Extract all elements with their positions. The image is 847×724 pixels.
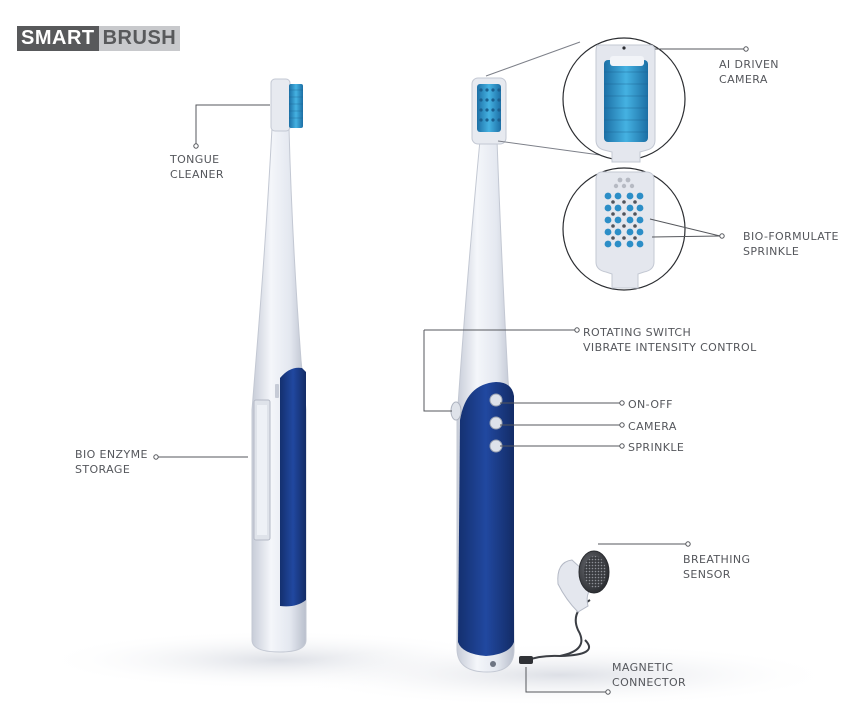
brush-head-back xyxy=(270,78,291,132)
label-magnetic-connector: MAGNETIC CONNECTOR xyxy=(612,660,686,690)
label-tongue-cleaner: TONGUE CLEANER xyxy=(170,152,224,182)
label-line: CAMERA xyxy=(719,73,768,86)
magnetic-port xyxy=(490,661,496,667)
label-on-off: ON-OFF xyxy=(628,397,673,412)
label-line: SENSOR xyxy=(683,568,731,581)
label-breathing-sensor: BREATHING SENSOR xyxy=(683,552,750,582)
label-line: CLEANER xyxy=(170,168,224,181)
label-line: TONGUE xyxy=(170,153,220,166)
callout-dots xyxy=(153,46,749,695)
camera-lens-icon xyxy=(622,46,626,50)
label-bio-formulate-sprinkle: BIO-FORMULATE SPRINKLE xyxy=(743,229,839,259)
front-grip xyxy=(458,382,514,656)
zoom-camera-detail xyxy=(485,37,686,163)
front-bristles xyxy=(477,84,501,132)
label-line: BREATHING xyxy=(683,553,751,566)
label-line: ROTATING SWITCH xyxy=(583,326,692,339)
label-line: BIO ENZYME xyxy=(75,448,148,461)
label-line: BIO-FORMULATE xyxy=(743,230,839,243)
breathing-sensor-device xyxy=(519,550,610,664)
magnetic-connector-plug xyxy=(519,656,533,664)
label-line: CAMERA xyxy=(628,420,677,433)
label-line: STORAGE xyxy=(75,463,131,476)
label-camera: CAMERA xyxy=(628,419,677,434)
grip-side xyxy=(280,367,306,607)
sensor-mesh xyxy=(584,556,606,588)
label-line: CONNECTOR xyxy=(612,676,687,689)
label-rotating-switch: ROTATING SWITCH VIBRATE INTENSITY CONTRO… xyxy=(583,325,757,355)
camera-button[interactable] xyxy=(489,416,503,430)
callout-lines xyxy=(156,48,746,693)
zoom-sprinkle-detail xyxy=(562,167,686,291)
label-bio-enzyme-storage: BIO ENZYME STORAGE xyxy=(75,447,148,477)
label-line: SPRINKLE xyxy=(628,441,685,454)
label-sprinkle: SPRINKLE xyxy=(628,440,684,455)
label-line: MAGNETIC xyxy=(612,661,674,674)
label-line: VIBRATE INTENSITY CONTROL xyxy=(583,341,757,354)
brand-logo-part1: SMART xyxy=(17,26,99,51)
toothbrush-side-view xyxy=(251,78,307,653)
label-ai-driven-camera: AI DRIVEN CAMERA xyxy=(719,57,779,87)
on-off-button[interactable] xyxy=(489,393,503,407)
brand-logo-part2: BRUSH xyxy=(98,26,181,51)
toothbrush-front-view xyxy=(450,77,515,673)
bristles-side xyxy=(289,84,303,128)
label-line: ON-OFF xyxy=(628,398,673,411)
label-line: SPRINKLE xyxy=(743,245,800,258)
rotating-switch[interactable] xyxy=(450,401,462,421)
brand-logo: SMART BRUSH xyxy=(17,26,181,51)
floor-shadow-right xyxy=(280,643,840,707)
label-line: AI DRIVEN xyxy=(719,58,779,71)
